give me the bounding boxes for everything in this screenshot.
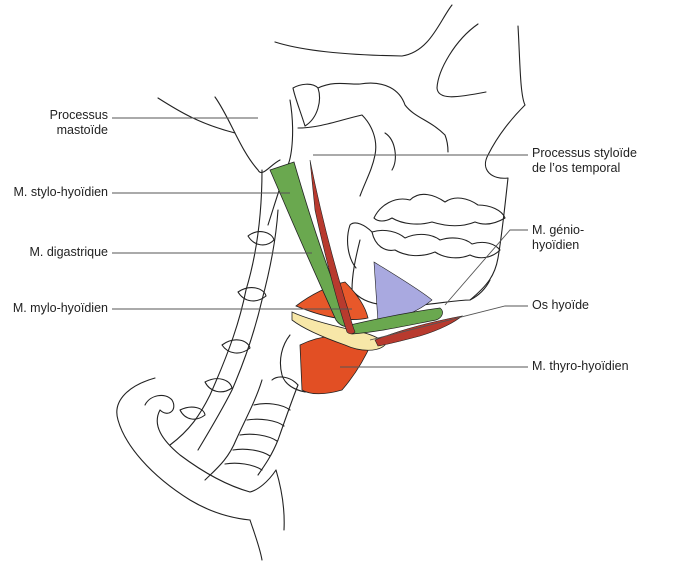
cervical-spine-back: [197, 209, 279, 451]
leader-os-hyoide: [369, 305, 528, 341]
coronoid-outline: [384, 132, 396, 171]
digastric-anterior-belly: [374, 315, 464, 347]
larynx-cartilage: [271, 376, 299, 386]
shoulder-outline-inner: [144, 394, 251, 493]
orbit-outline: [436, 23, 487, 98]
label-os-hyoide-line1: Os hyoïde: [532, 298, 589, 312]
vertebra-3: [221, 339, 251, 354]
label-os-hyoide: Os hyoïde: [532, 298, 589, 313]
trachea-ring-3: [239, 433, 278, 442]
label-genio-hyoidien-line1: M. génio-: [532, 223, 585, 237]
mastoid-outline-2: [214, 96, 281, 174]
label-genio-hyoidien-line2: hyoïdien: [532, 238, 580, 252]
vertebra-2: [237, 287, 267, 302]
label-stylo-hyoidien: M. stylo-hyoïdien: [14, 185, 108, 200]
label-processus-styloide-line1: Processus styloïde: [532, 146, 637, 160]
hyoid-bone: [291, 311, 386, 351]
label-stylo-hyoidien-line1: M. stylo-hyoïdien: [13, 185, 108, 199]
condyle-outline: [297, 114, 377, 197]
label-processus-mastoide-line2: mastoïde: [56, 123, 108, 137]
trachea-ring-1: [253, 403, 291, 411]
label-mylo-hyoidien: M. mylo-hyoïdien: [13, 301, 108, 316]
skull-top-outline: [274, 4, 453, 57]
label-processus-styloide: Processus styloïde de l’os temporal: [532, 146, 637, 176]
trapezius-outline: [249, 469, 285, 531]
label-processus-styloide-line2: de l’os temporal: [532, 161, 621, 175]
upper-teeth-outline: [373, 193, 506, 227]
vertebra-4: [204, 378, 233, 393]
label-mylo-hyoidien-line1: M. mylo-hyoïdien: [12, 301, 108, 315]
digastric-muscle: [309, 159, 356, 335]
label-processus-mastoide-line1: Processus: [49, 108, 108, 122]
label-digastrique-line1: M. digastrique: [29, 245, 108, 259]
trachea-back: [257, 384, 299, 476]
leader-genio-hyoidien: [444, 229, 528, 306]
label-genio-hyoidien: M. génio- hyoïdien: [532, 223, 584, 253]
mandible-ramus-outline: [347, 222, 373, 269]
vertebra-1: [247, 231, 275, 246]
trachea-ring-2: [246, 418, 285, 427]
trachea-ring-5: [224, 462, 263, 471]
geniohyoid-muscle: [349, 307, 443, 335]
shoulder-outline-outer: [116, 377, 251, 521]
vertebra-5: [179, 406, 206, 420]
face-profile-outline: [469, 25, 526, 301]
cheek-outline: [317, 82, 449, 153]
label-thyro-hyoidien-line1: M. thyro-hyoïdien: [532, 359, 629, 373]
sternum-outline: [249, 519, 263, 561]
label-thyro-hyoidien: M. thyro-hyoïdien: [532, 359, 629, 374]
mastoid-outline-1: [157, 97, 236, 134]
label-digastrique: M. digastrique: [29, 245, 108, 260]
label-processus-mastoide: Processus mastoïde: [50, 108, 108, 138]
cervical-spine-front: [169, 169, 263, 446]
lower-teeth-outline: [371, 229, 501, 259]
trachea-front: [204, 379, 263, 481]
zygomatic-outline: [292, 83, 321, 127]
trachea-ring-4: [232, 448, 271, 457]
